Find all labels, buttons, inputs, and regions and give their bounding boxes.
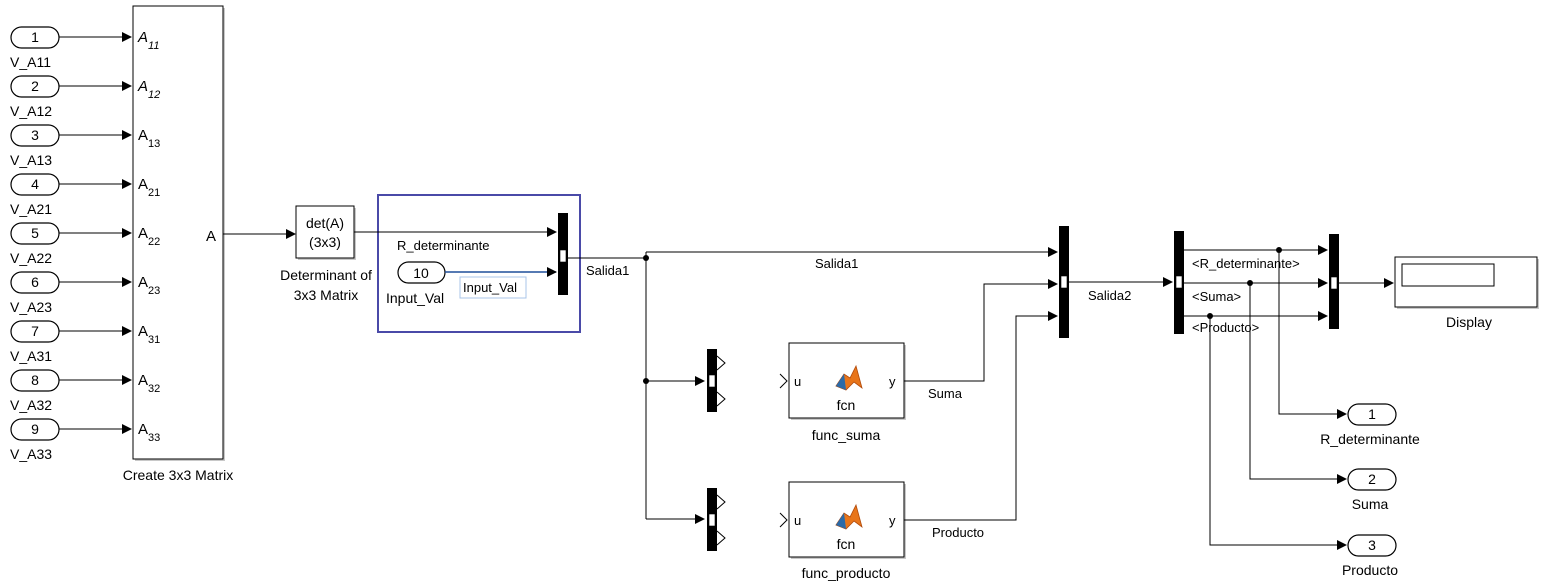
inport-9[interactable]: 9 — [10, 418, 60, 441]
matrix-input-label: A21 — [138, 176, 160, 199]
det-label-line2: (3x3) — [309, 234, 341, 250]
matrix-input-label: A22 — [138, 225, 160, 248]
inport-4[interactable]: 4 — [10, 173, 60, 196]
outport-number: 2 — [1368, 471, 1376, 487]
inport-name: V_A21 — [10, 201, 52, 217]
inport-name: V_A11 — [10, 54, 51, 70]
matlab-icon — [835, 364, 863, 391]
matrix-block-name: Create 3x3 Matrix — [123, 467, 233, 483]
inport-name: V_A13 — [10, 152, 52, 168]
matrix-input-label: A23 — [138, 274, 160, 297]
signal-label-salida2: Salida2 — [1088, 288, 1131, 303]
func-producto-block[interactable]: u y fcn — [779, 481, 906, 559]
inport-number: 4 — [31, 176, 39, 192]
signal-label-salida1-long: Salida1 — [815, 256, 858, 271]
inport-number: 6 — [31, 274, 39, 290]
wire-out-3 — [1209, 316, 1347, 550]
selection-box[interactable] — [377, 194, 581, 333]
signal-label-r-det: R_determinante — [397, 238, 490, 253]
det-name-line1: Determinant of — [280, 267, 372, 283]
inport-5[interactable]: 5 — [10, 222, 60, 245]
matrix-input-label: A11 — [137, 29, 159, 52]
inport-6[interactable]: 6 — [10, 271, 60, 294]
inport-number: 3 — [31, 127, 39, 143]
constant-value: 10 — [413, 265, 429, 281]
func-suma-out: y — [889, 374, 896, 389]
inport-number: 8 — [31, 372, 39, 388]
bus-selector-3[interactable] — [1174, 231, 1184, 334]
bus-selector-2[interactable] — [707, 488, 726, 551]
outport-name: Suma — [1352, 496, 1389, 512]
inport-name: V_A22 — [10, 250, 52, 266]
func-suma-in: u — [794, 374, 801, 389]
determinant-block[interactable]: det(A) (3x3) — [295, 205, 356, 260]
inport-name: V_A32 — [10, 397, 52, 413]
inport-number: 2 — [31, 78, 39, 94]
wire-out-1 — [1278, 250, 1347, 419]
signal-label-suma: Suma — [928, 386, 963, 401]
inport-2[interactable]: 2 — [10, 75, 60, 98]
matrix-input-label: A13 — [138, 127, 160, 150]
signal-label-salida1: Salida1 — [586, 263, 629, 278]
wire-suma — [904, 279, 1058, 382]
matrix-input-label: A32 — [138, 372, 160, 395]
bus-creator-2[interactable] — [1059, 226, 1069, 338]
inport-group: 1V_A11 2V_A12 3V_A13 4V_A21 5V_A22 6V_A23 7V_A… — [10, 26, 132, 462]
inport-3[interactable]: 3 — [10, 124, 60, 147]
inport-name: V_A33 — [10, 446, 52, 462]
inport-number: 1 — [31, 29, 39, 45]
bus-creator-1[interactable] — [558, 213, 568, 295]
signal-label-sel-r-det: <R_determinante> — [1192, 256, 1300, 271]
constant-name: Input_Val — [386, 290, 444, 306]
inport-number: 9 — [31, 421, 39, 437]
inport-name: V_A31 — [10, 348, 52, 364]
func-suma-name: func_suma — [812, 427, 881, 443]
inport-name: V_A12 — [10, 103, 52, 119]
func-producto-out: y — [889, 513, 896, 528]
signal-label-input-val: Input_Val — [463, 280, 517, 295]
outport-3[interactable]: 3 — [1347, 534, 1397, 557]
bus-selector-1[interactable] — [707, 349, 726, 412]
signal-label-input-val-box[interactable] — [459, 276, 527, 299]
matlab-icon — [835, 503, 863, 530]
det-name-line2: 3x3 Matrix — [294, 287, 359, 303]
outport-name: Producto — [1342, 562, 1398, 578]
inport-name: V_A23 — [10, 299, 52, 315]
func-producto-name: func_producto — [802, 565, 891, 581]
matrix-input-label: A12 — [137, 78, 160, 101]
outport-2[interactable]: 2 — [1347, 468, 1397, 491]
func-suma-fcn: fcn — [837, 397, 856, 413]
display-block[interactable] — [1394, 256, 1539, 309]
det-label-line1: det(A) — [306, 215, 344, 231]
matrix-output-label: A — [206, 228, 216, 245]
display-name: Display — [1446, 314, 1492, 330]
signal-label-sel-suma: <Suma> — [1192, 289, 1241, 304]
outport-number: 1 — [1368, 406, 1376, 422]
func-producto-fcn: fcn — [837, 536, 856, 552]
inport-7[interactable]: 7 — [10, 320, 60, 343]
outport-1[interactable]: 1 — [1347, 403, 1397, 426]
func-producto-in: u — [794, 513, 801, 528]
wire-producto — [904, 311, 1058, 521]
inport-1[interactable]: 1 — [10, 26, 60, 49]
wire-out-2 — [1249, 283, 1347, 484]
outport-name: R_determinante — [1320, 431, 1420, 447]
inport-8[interactable]: 8 — [10, 369, 60, 392]
func-suma-block[interactable]: u y fcn — [779, 342, 906, 420]
matrix-input-label: A33 — [138, 421, 160, 444]
signal-label-sel-producto: <Producto> — [1192, 320, 1259, 335]
outport-number: 3 — [1368, 537, 1376, 553]
bus-creator-3[interactable] — [1329, 234, 1339, 329]
matrix-input-label: A31 — [138, 323, 160, 346]
inport-number: 7 — [31, 323, 39, 339]
signal-label-producto: Producto — [932, 525, 984, 540]
constant-block[interactable]: 10 — [397, 261, 446, 284]
inport-number: 5 — [31, 225, 39, 241]
